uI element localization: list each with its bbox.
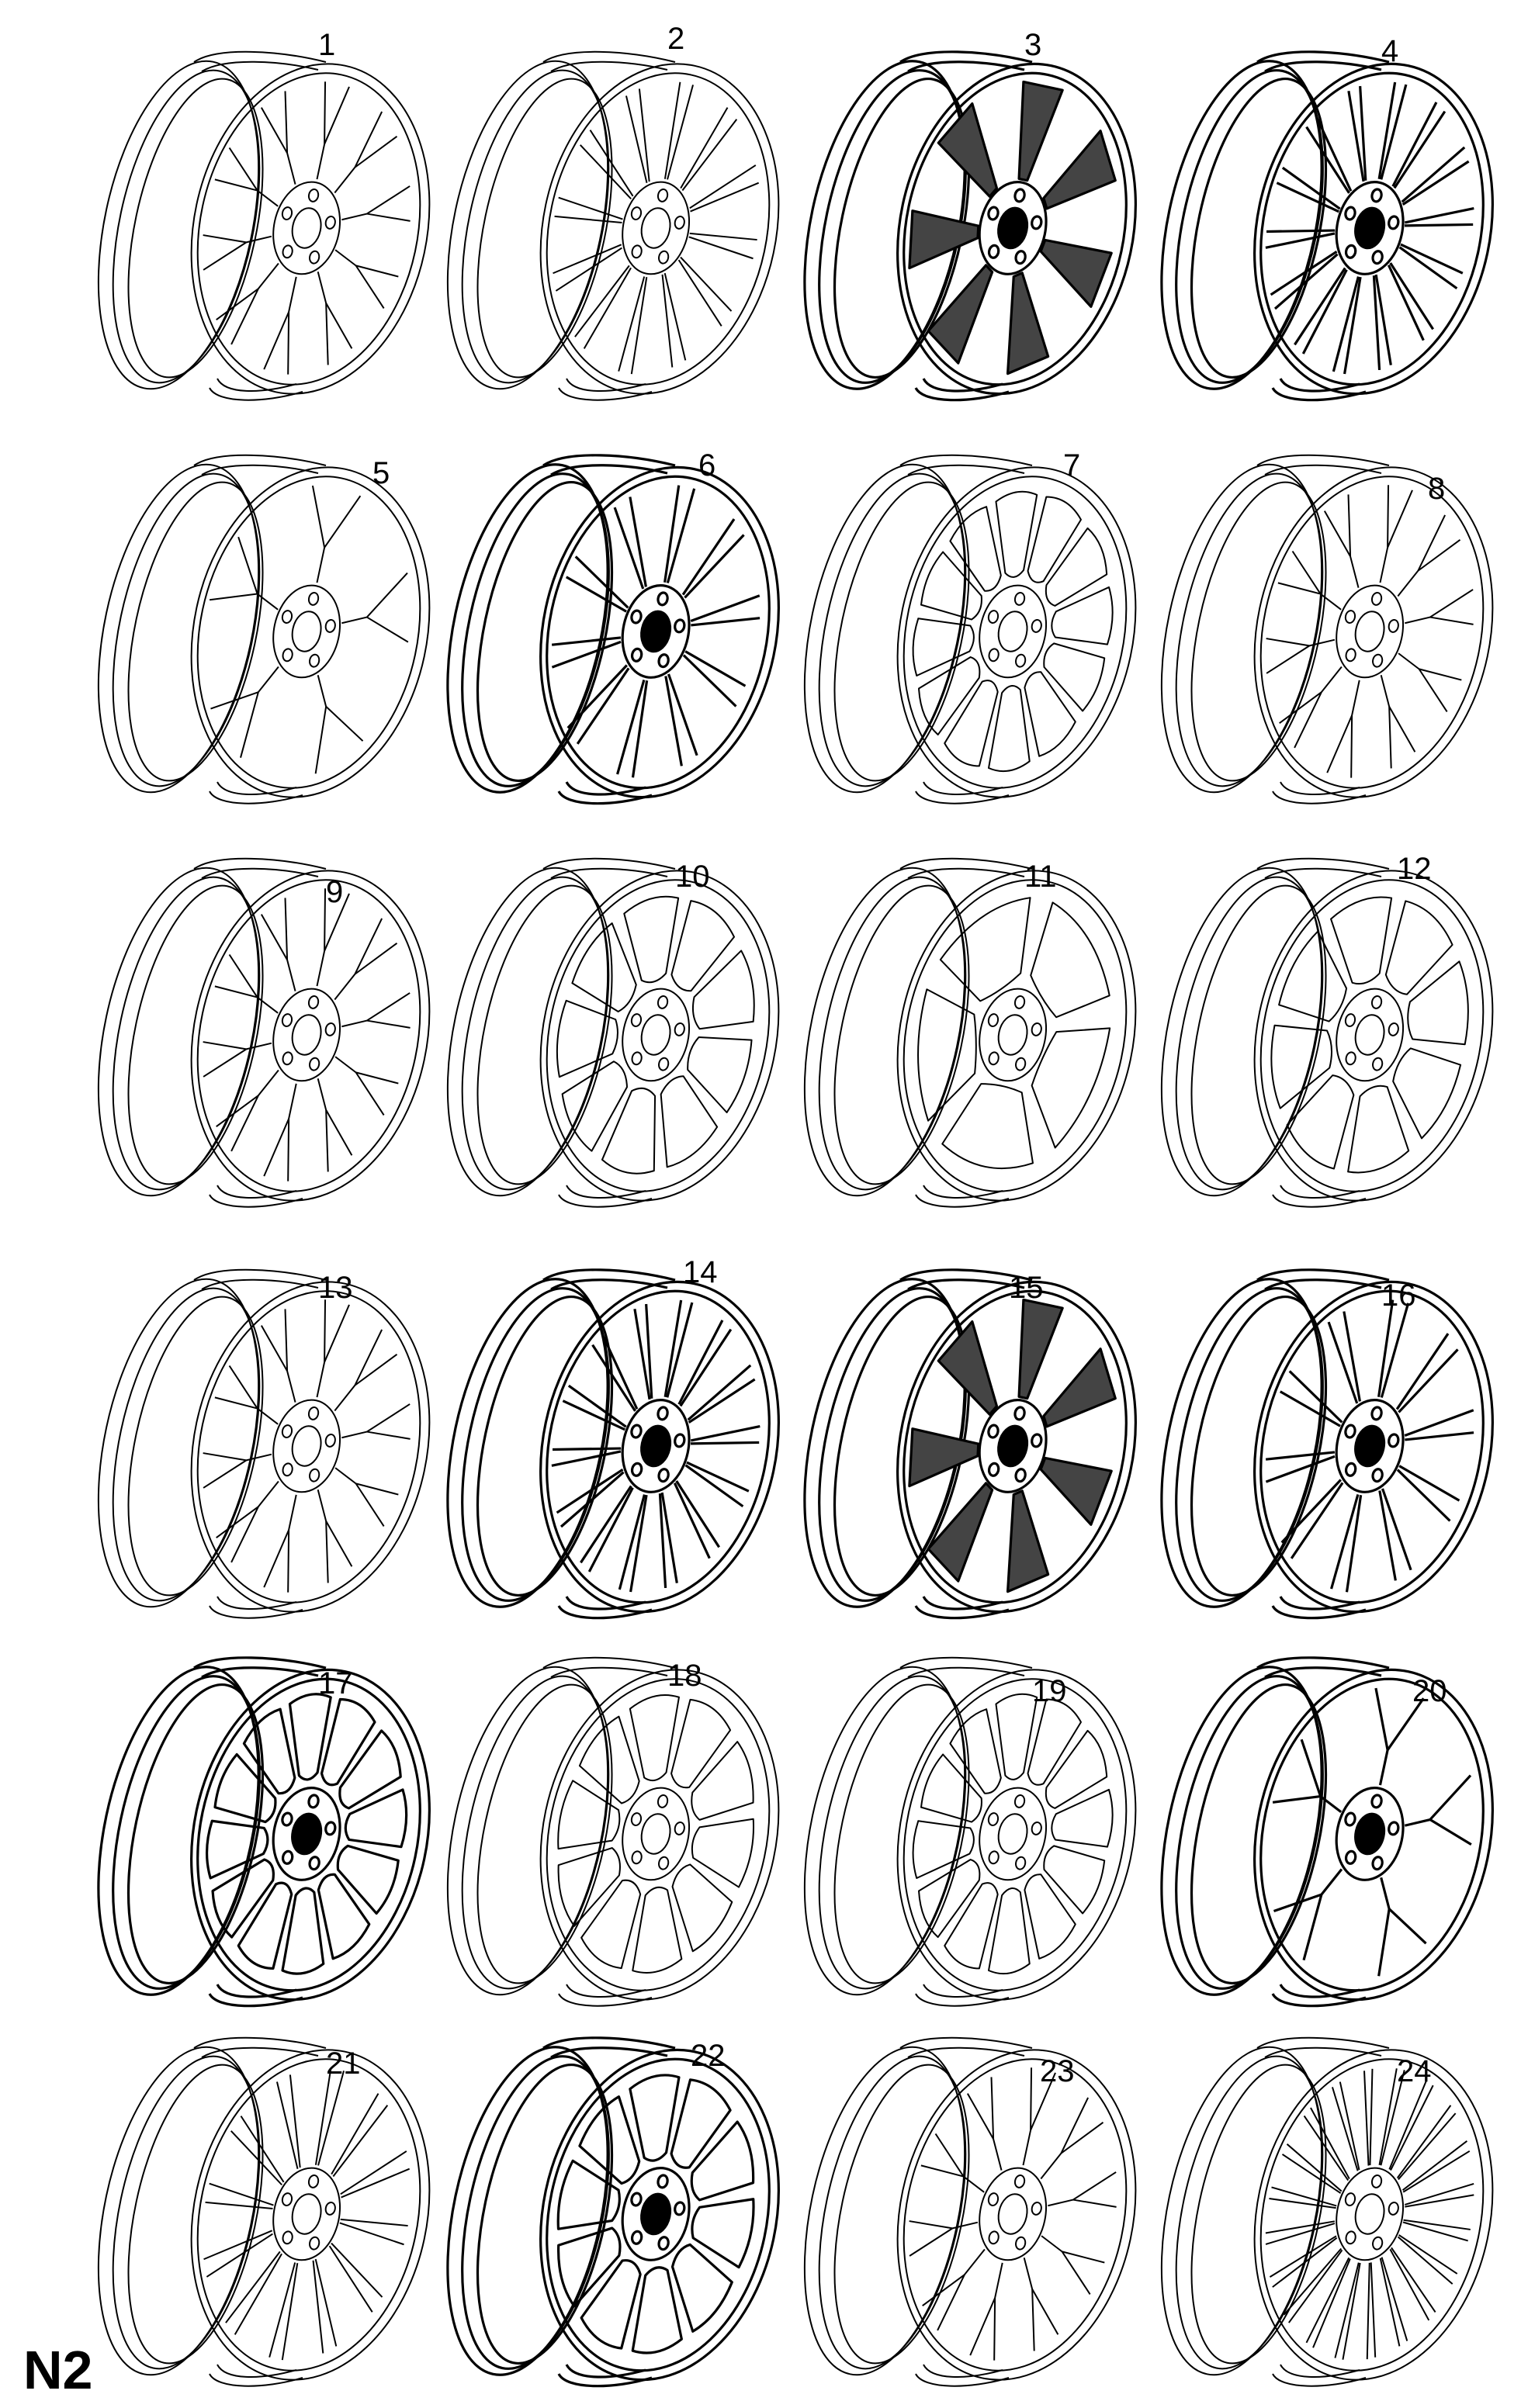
wheel-linework [1160,1268,1494,1620]
wheel-drawing [803,1656,1137,2007]
wheel-linework [1160,1656,1494,2008]
callout-number: 7 [1063,448,1081,483]
wheel-linework [1160,50,1494,402]
wheel-linework [803,2036,1137,2387]
callout-number: 22 [691,2039,726,2073]
wheel-illustration-21: 21 [85,2017,442,2405]
callout-number: 18 [667,1659,702,1693]
wheel-drawing [803,857,1137,1208]
callout-number: 1 [318,28,336,62]
wheel-linework [97,454,431,804]
wheel-illustration-9: 9 [85,838,442,1226]
wheel-illustration-14: 14 [435,1249,792,1637]
wheel-illustration-13: 13 [85,1249,442,1637]
wheel-linework [97,50,431,401]
wheel-illustration-6: 6 [435,434,792,822]
wheel-drawing [1160,454,1494,804]
wheel-drawing [803,2036,1137,2387]
callout-number: 2 [667,22,685,56]
wheel-illustration-7: 7 [792,434,1149,822]
wheel-illustration-16: 16 [1149,1249,1505,1637]
wheel-drawing [97,50,431,401]
wheel-drawing [97,857,431,1208]
wheel-drawing [803,50,1137,402]
wheel-linework [1160,857,1494,1208]
wheel-linework [803,50,1137,402]
wheel-illustration-15: 15 [792,1249,1149,1637]
wheel-drawing [446,2036,780,2388]
wheel-drawing [97,2036,431,2387]
wheel-linework [803,1656,1137,2007]
wheel-illustration-8: 8 [1149,434,1505,822]
wheel-illustration-4: 4 [1149,31,1505,419]
callout-number: 21 [326,2046,361,2081]
wheel-illustration-11: 11 [792,838,1149,1226]
wheel-linework [1160,2036,1494,2387]
wheel-illustration-12: 12 [1149,838,1505,1226]
callout-number: 9 [326,875,344,909]
wheel-linework [803,1268,1137,1620]
callout-number: 5 [372,456,390,490]
wheel-illustration-3: 3 [792,28,1149,419]
callout-number: 12 [1397,852,1432,886]
wheel-illustration-5: 5 [85,434,442,822]
wheel-illustration-2: 2 [435,23,792,419]
wheel-drawing [97,1268,431,1619]
callout-number: 17 [318,1666,353,1700]
wheel-illustration-1: 1 [85,28,442,419]
wheel-drawing [446,857,780,1208]
wheel-linework [446,1656,780,2007]
wheel-illustration-20: 20 [1149,1637,1505,2025]
wheel-drawing [97,454,431,804]
wheel-linework [97,1656,431,2008]
wheel-illustration-19: 19 [792,1637,1149,2025]
wheel-linework [1160,454,1494,804]
wheel-drawing [446,50,780,401]
wheel-illustration-22: 22 [435,2017,792,2405]
callout-number: 15 [1009,1271,1044,1305]
callout-number: 10 [675,860,710,894]
wheel-drawing [1160,1656,1494,2008]
wheel-linework [446,1268,780,1620]
wheel-drawing [97,1656,431,2008]
callout-number: 13 [318,1271,353,1305]
wheel-linework [446,857,780,1208]
wheel-drawing [1160,50,1494,402]
wheel-illustration-10: 10 [435,838,792,1226]
wheel-drawing [1160,1268,1494,1620]
wheel-drawing [446,454,780,805]
wheel-linework [803,857,1137,1208]
callout-number: 8 [1428,472,1446,506]
callout-number: 24 [1397,2054,1432,2088]
callout-number: 19 [1032,1674,1067,1708]
callout-number: 11 [1024,860,1057,894]
wheel-illustration-18: 18 [435,1637,792,2025]
wheel-illustration-23: 23 [792,2017,1149,2405]
wheel-drawing [803,454,1137,804]
wheel-drawing [446,1656,780,2007]
wheel-illustration-24: 24 [1149,2017,1505,2405]
wheel-illustration-17: 17 [85,1637,442,2025]
wheel-drawing [1160,2036,1494,2387]
callout-number: 16 [1381,1278,1416,1313]
wheel-linework [97,857,431,1208]
wheel-linework [97,2036,431,2387]
wheel-drawing [803,1268,1137,1620]
wheel-linework [97,1268,431,1619]
callout-number: 3 [1024,28,1042,62]
wheel-linework [446,2036,780,2388]
callout-number: 6 [698,448,716,483]
callout-number: 14 [683,1255,718,1289]
callout-number: 4 [1381,34,1399,68]
wheel-drawing [446,1268,780,1620]
callout-number: 20 [1412,1674,1447,1708]
wheel-drawing [1160,857,1494,1208]
wheel-linework [446,454,780,805]
wheel-linework [803,454,1137,804]
sheet-id-label: N2 [23,2340,93,2400]
callout-number: 23 [1040,2054,1075,2088]
wheel-linework [446,50,780,401]
